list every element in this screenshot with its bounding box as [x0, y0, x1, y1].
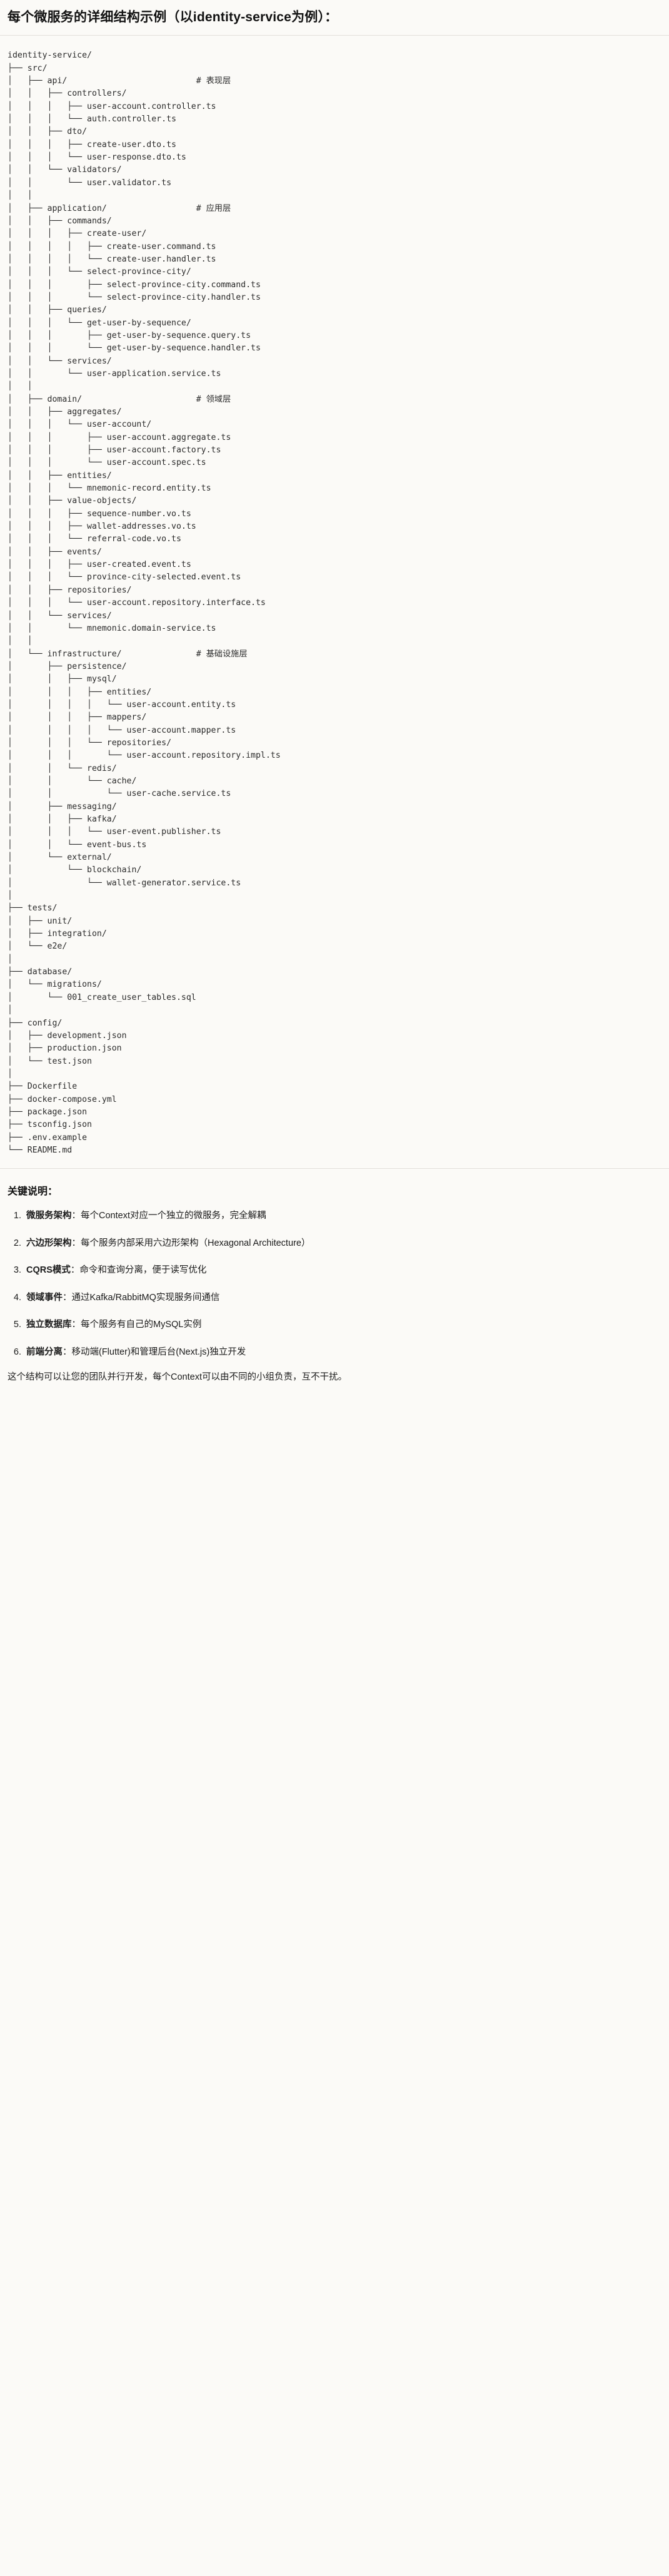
list-item: 微服务架构：每个Context对应一个独立的微服务，完全解耦 — [24, 1209, 661, 1223]
closing-paragraph: 这个结构可以让您的团队并行开发，每个Context可以由不同的小组负责，互不干扰… — [8, 1372, 347, 1383]
note-description: 命令和查询分离，便于读写优化 — [79, 1265, 207, 1276]
note-description: 通过Kafka/RabbitMQ实现服务间通信 — [71, 1292, 220, 1303]
page-title: 每个微服务的详细结构示例（以identity-service为例）： — [8, 10, 338, 24]
list-item: 领域事件：通过Kafka/RabbitMQ实现服务间通信 — [24, 1291, 661, 1305]
list-item: 独立数据库：每个服务有自己的MySQL实例 — [24, 1318, 661, 1331]
key-notes-list: 微服务架构：每个Context对应一个独立的微服务，完全解耦 六边形架构：每个服… — [8, 1209, 661, 1359]
tree-divider — [0, 1168, 669, 1169]
note-description: 移动端(Flutter)和管理后台(Next.js)独立开发 — [71, 1347, 246, 1357]
title-divider — [0, 35, 669, 36]
note-description: 每个服务内部采用六边形架构（Hexagonal Architecture） — [81, 1238, 311, 1248]
document-page: 每个微服务的详细结构示例（以identity-service为例）： ident… — [0, 0, 669, 1401]
key-notes-heading: 关键说明： — [8, 1186, 58, 1198]
list-item: CQRS模式：命令和查询分离，便于读写优化 — [24, 1263, 661, 1277]
note-term: 前端分离 — [26, 1347, 63, 1357]
note-separator: ： — [63, 1347, 72, 1357]
note-term: CQRS模式 — [26, 1265, 71, 1276]
note-description: 每个Context对应一个独立的微服务，完全解耦 — [81, 1211, 266, 1221]
list-item: 前端分离：移动端(Flutter)和管理后台(Next.js)独立开发 — [24, 1345, 661, 1359]
note-term: 领域事件 — [26, 1292, 63, 1303]
note-separator: ： — [63, 1292, 72, 1303]
note-term: 微服务架构 — [26, 1211, 72, 1221]
note-description: 每个服务有自己的MySQL实例 — [81, 1320, 202, 1330]
list-item: 六边形架构：每个服务内部采用六边形架构（Hexagonal Architectu… — [24, 1236, 661, 1250]
note-separator: ： — [71, 1320, 81, 1330]
key-notes-section: 关键说明： 微服务架构：每个Context对应一个独立的微服务，完全解耦 六边形… — [0, 1169, 669, 1401]
note-separator: ： — [71, 1211, 81, 1221]
note-term: 独立数据库 — [26, 1320, 72, 1330]
note-separator: ： — [70, 1265, 80, 1276]
directory-tree-block: identity-service/ ├── src/ │ ├── api/ # … — [0, 36, 669, 1169]
directory-tree: identity-service/ ├── src/ │ ├── api/ # … — [8, 51, 281, 1155]
note-separator: ： — [71, 1238, 81, 1248]
note-term: 六边形架构 — [26, 1238, 72, 1248]
